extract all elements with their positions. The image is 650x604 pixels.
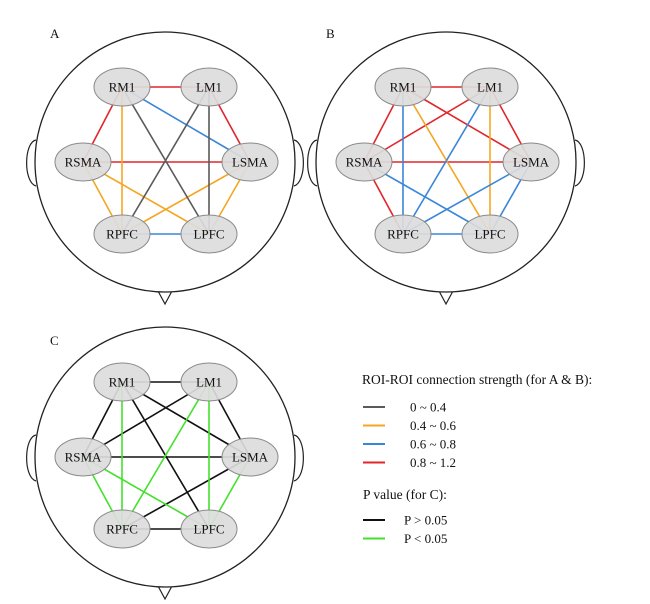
- node-ellipse: [54, 142, 112, 182]
- ears: [26, 434, 304, 482]
- node-lsma: LSMA: [502, 142, 560, 182]
- legend-item-label: P > 0.05: [404, 513, 447, 528]
- right-ear: [293, 139, 304, 187]
- node-label: LM1: [196, 80, 222, 95]
- node-label: RM1: [109, 375, 136, 390]
- node-lm1: LM1: [180, 362, 238, 402]
- legend-p: P value (for C): P > 0.05 P < 0.05: [363, 487, 447, 546]
- ears: [307, 139, 585, 187]
- node-label: RPFC: [387, 227, 419, 242]
- edge-lm1-rpfc: [121, 86, 210, 235]
- node-ellipse: [374, 67, 432, 107]
- panel-label: A: [50, 26, 60, 41]
- node-rm1: RM1: [93, 362, 151, 402]
- edge-lm1-rpfc: [121, 381, 210, 530]
- nose: [438, 290, 454, 306]
- node-ellipse: [93, 214, 151, 254]
- panel-label: B: [326, 26, 335, 41]
- node-rm1: RM1: [374, 67, 432, 107]
- node-ellipse: [180, 214, 238, 254]
- node-ellipse: [461, 214, 519, 254]
- node-label: RM1: [109, 80, 136, 95]
- legend-title: P value (for C):: [363, 487, 447, 502]
- panel-label: C: [50, 333, 59, 348]
- node-ellipse: [502, 142, 560, 182]
- node-lpfc: LPFC: [180, 214, 238, 254]
- node-label: RSMA: [65, 450, 102, 465]
- left-ear: [26, 434, 37, 482]
- legend-strength: ROI-ROI connection strength (for A & B):…: [362, 372, 592, 470]
- node-rm1: RM1: [93, 67, 151, 107]
- node-lpfc: LPFC: [180, 509, 238, 549]
- node-label: LSMA: [232, 450, 269, 465]
- node-rpfc: RPFC: [93, 214, 151, 254]
- legend-item-label: 0.8 ~ 1.2: [410, 455, 456, 470]
- ears: [26, 139, 304, 187]
- node-ellipse: [93, 509, 151, 549]
- node-label: RPFC: [106, 522, 138, 537]
- node-label: LSMA: [232, 155, 269, 170]
- node-ellipse: [221, 142, 279, 182]
- right-ear: [293, 434, 304, 482]
- node-label: LSMA: [513, 155, 550, 170]
- legend-item-label: 0.4 ~ 0.6: [410, 418, 457, 433]
- node-ellipse: [93, 362, 151, 402]
- legend-title: ROI-ROI connection strength (for A & B):: [362, 372, 592, 387]
- node-lsma: LSMA: [221, 437, 279, 477]
- node-rsma: RSMA: [335, 142, 393, 182]
- node-lm1: LM1: [461, 67, 519, 107]
- edge-lm1-rpfc: [402, 86, 491, 235]
- legend-item-label: 0 ~ 0.4: [410, 400, 447, 415]
- node-lm1: LM1: [180, 67, 238, 107]
- left-ear: [307, 139, 318, 187]
- legend-item-label: 0.6 ~ 0.8: [410, 437, 456, 452]
- node-label: LM1: [196, 375, 222, 390]
- legend-item-label: P < 0.05: [404, 531, 447, 546]
- node-label: LM1: [477, 80, 503, 95]
- node-label: LPFC: [474, 227, 505, 242]
- node-ellipse: [180, 509, 238, 549]
- left-ear: [26, 139, 37, 187]
- node-rpfc: RPFC: [374, 214, 432, 254]
- node-ellipse: [180, 362, 238, 402]
- nose: [157, 585, 173, 601]
- node-rsma: RSMA: [54, 142, 112, 182]
- node-rsma: RSMA: [54, 437, 112, 477]
- node-label: LPFC: [193, 227, 224, 242]
- node-lsma: LSMA: [221, 142, 279, 182]
- node-label: RPFC: [106, 227, 138, 242]
- node-label: RSMA: [65, 155, 102, 170]
- node-ellipse: [374, 214, 432, 254]
- node-ellipse: [461, 67, 519, 107]
- nose: [157, 290, 173, 306]
- node-ellipse: [180, 67, 238, 107]
- right-ear: [574, 139, 585, 187]
- node-label: RM1: [390, 80, 417, 95]
- node-ellipse: [335, 142, 393, 182]
- node-ellipse: [54, 437, 112, 477]
- node-lpfc: LPFC: [461, 214, 519, 254]
- node-rpfc: RPFC: [93, 509, 151, 549]
- node-ellipse: [221, 437, 279, 477]
- node-ellipse: [93, 67, 151, 107]
- node-label: LPFC: [193, 522, 224, 537]
- node-label: RSMA: [346, 155, 383, 170]
